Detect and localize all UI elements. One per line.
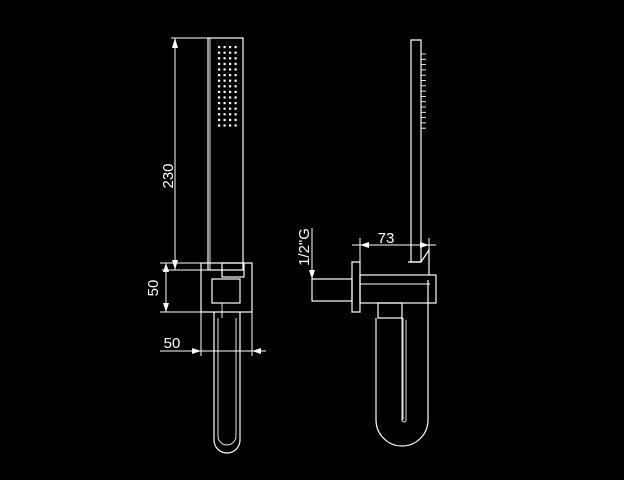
nozzle-dot — [229, 113, 232, 116]
nozzle-dot — [229, 68, 232, 71]
nozzle-dot — [234, 107, 237, 110]
nozzle-dot — [218, 74, 221, 77]
nozzle-dot — [229, 85, 232, 88]
nozzle-dot — [229, 57, 232, 60]
hose-inner — [217, 318, 237, 446]
nozzle-dot — [218, 107, 221, 110]
nozzle-dot — [223, 62, 226, 65]
nozzle-dot — [218, 90, 221, 93]
nozzle-dot — [218, 85, 221, 88]
nozzle-dot — [218, 62, 221, 65]
nozzle-dot — [223, 113, 226, 116]
arrow-up — [163, 263, 169, 272]
nozzle-dot — [223, 96, 226, 99]
nozzle-dot — [218, 124, 221, 127]
hose-outer — [213, 312, 241, 454]
nozzle-dot — [229, 46, 232, 49]
dimension-230: 230 — [160, 37, 208, 271]
handset-body — [207, 37, 244, 271]
nozzle-dot — [223, 57, 226, 60]
nozzle-dot — [223, 74, 226, 77]
nozzle-dot — [223, 85, 226, 88]
nozzle-dot — [229, 62, 232, 65]
dim-label-50-vertical: 50 — [145, 280, 162, 297]
nozzle-dot — [229, 102, 232, 105]
nozzle-dot — [229, 79, 232, 82]
nozzle-dot — [229, 96, 232, 99]
nozzle-dot — [223, 118, 226, 121]
nozzle-dot — [234, 96, 237, 99]
nozzle-dot — [234, 113, 237, 116]
arrow-up — [172, 38, 178, 48]
nozzle-dot — [223, 51, 226, 54]
nozzle-dot — [234, 74, 237, 77]
nozzle-dot — [223, 107, 226, 110]
nozzle-dot — [218, 102, 221, 105]
dim-label-73: 73 — [378, 230, 395, 247]
nozzle-dot — [234, 62, 237, 65]
nozzle-dot — [218, 113, 221, 116]
arrow-down — [309, 270, 315, 279]
nozzle-dot — [234, 46, 237, 49]
nozzle-dot — [234, 79, 237, 82]
nozzle-dot — [229, 90, 232, 93]
nozzle-dot — [223, 90, 226, 93]
nozzle-dot — [234, 68, 237, 71]
dimension-50-vertical: 50 — [145, 262, 201, 313]
wall-flange — [351, 261, 361, 313]
nozzle-dot — [234, 85, 237, 88]
nozzle-dot — [223, 79, 226, 82]
threaded-connector — [311, 278, 353, 302]
nozzle-dot — [218, 57, 221, 60]
side-hose-inner — [401, 318, 407, 423]
dimension-50-horizontal: 50 — [160, 312, 266, 356]
nozzle-dot — [218, 79, 221, 82]
dimension-thread: 1/2"G — [296, 228, 315, 279]
nozzle-dot — [223, 124, 226, 127]
nozzle-dot — [229, 124, 232, 127]
handset-neck — [221, 262, 245, 278]
nozzle-dot — [218, 96, 221, 99]
dim-label-50-horizontal: 50 — [164, 335, 181, 352]
dim-label-thread: 1/2"G — [296, 228, 313, 266]
side-view — [311, 39, 437, 447]
nozzle-dot — [229, 51, 232, 54]
arrow-right — [252, 348, 261, 354]
side-hose-outer — [375, 280, 429, 447]
nozzle-dot — [234, 51, 237, 54]
nozzle-dot — [234, 118, 237, 121]
nozzle-dot — [218, 46, 221, 49]
nozzle-dot — [234, 90, 237, 93]
handset-holder-joint — [408, 248, 430, 275]
nozzle-dot — [234, 57, 237, 60]
front-view — [200, 37, 253, 454]
nozzle-dot — [234, 102, 237, 105]
arrow-left — [192, 348, 201, 354]
nozzle-dot — [218, 51, 221, 54]
nozzle-grid — [218, 46, 237, 127]
nozzle-dot — [218, 118, 221, 121]
handset-profile — [410, 39, 422, 263]
nozzle-dot — [223, 102, 226, 105]
spray-face-ticks — [421, 53, 426, 129]
hose-connector — [211, 278, 241, 304]
holder-body — [359, 274, 437, 304]
nozzle-dot — [229, 118, 232, 121]
dimension-73: 73 — [352, 230, 436, 275]
side-hose-connector — [377, 302, 403, 319]
arrow-down — [163, 303, 169, 312]
nozzle-dot — [229, 107, 232, 110]
nozzle-dot — [229, 74, 232, 77]
arrow-left — [360, 242, 369, 248]
nozzle-dot — [234, 124, 237, 127]
dim-label-230: 230 — [160, 163, 177, 188]
nozzle-dot — [223, 46, 226, 49]
arrow-down — [172, 260, 178, 270]
nozzle-dot — [223, 68, 226, 71]
arrow-right — [420, 242, 429, 248]
nozzle-dot — [218, 68, 221, 71]
